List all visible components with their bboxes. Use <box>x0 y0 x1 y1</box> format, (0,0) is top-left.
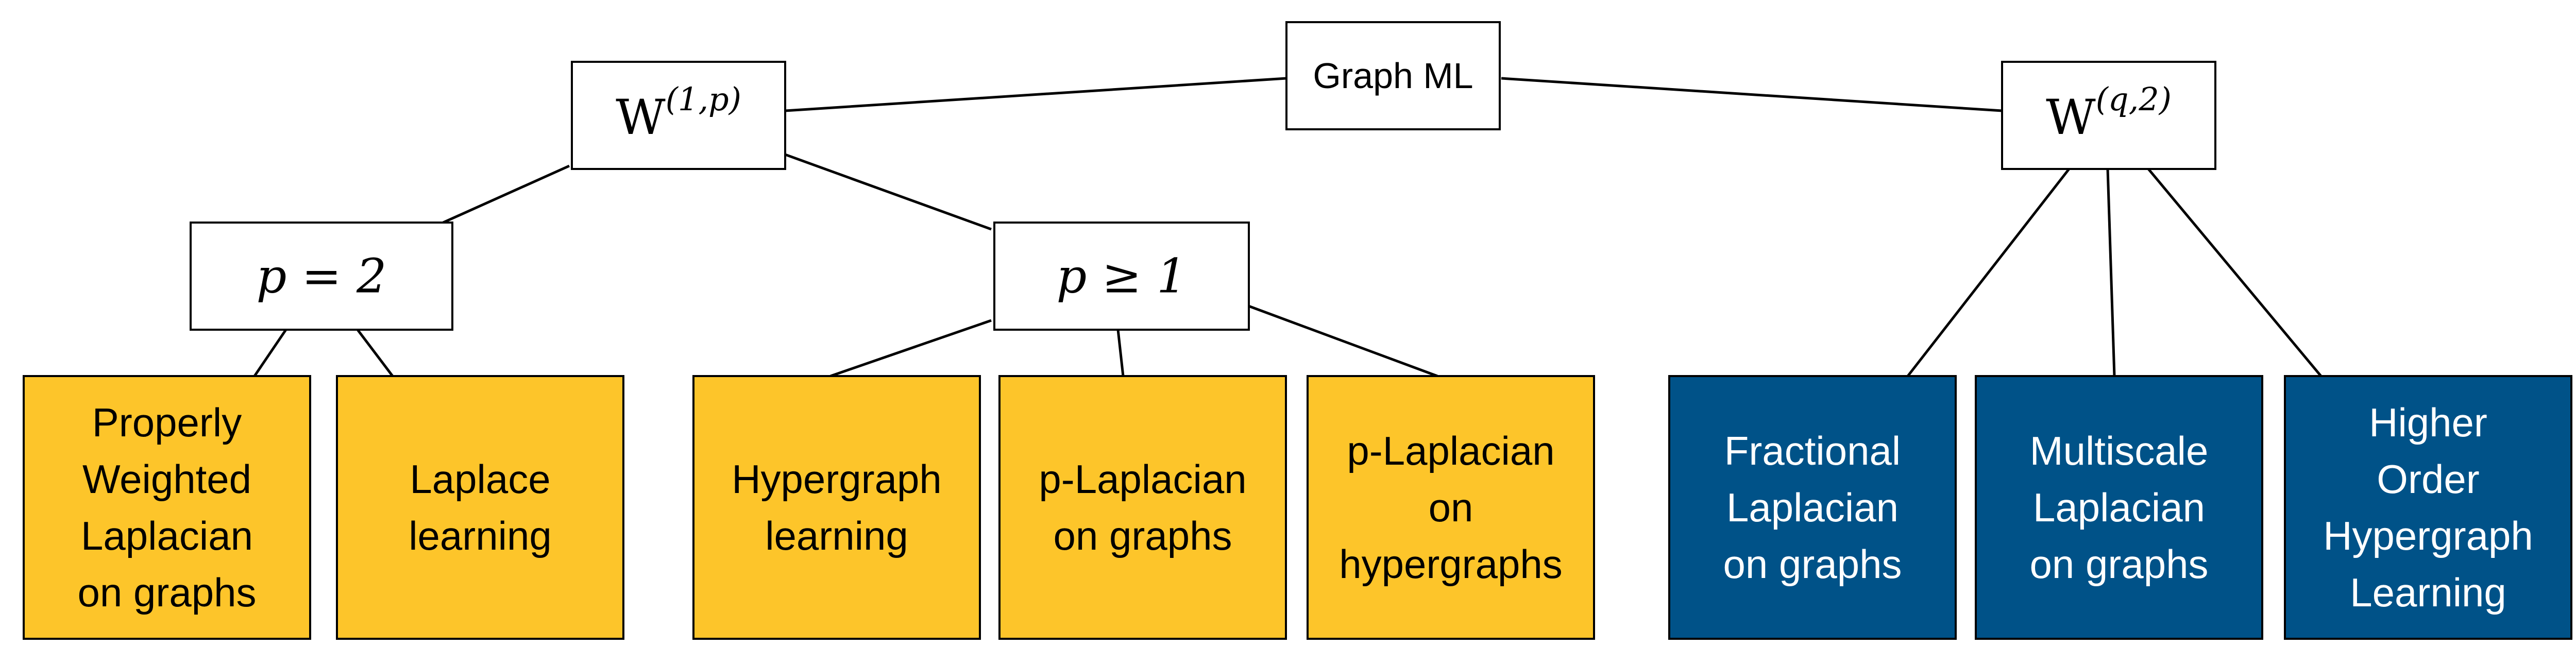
leaf-p-laplacian-graphs-line: p-Laplacian <box>1039 456 1246 502</box>
tree-edges <box>253 77 2322 378</box>
node-p-equals-2: p = 2 <box>190 222 453 331</box>
leaf-multiscale-laplacian-line: Laplacian <box>2033 485 2205 530</box>
edge-wq2-multiscale <box>2106 168 2116 377</box>
node-graph-ml: Graph ML <box>1285 21 1501 130</box>
edge-p2-laplace <box>357 329 394 377</box>
edge-w1p-pge1 <box>785 153 992 231</box>
leaf-fractional-laplacian-line: Laplacian <box>1726 485 1899 530</box>
leaf-hypergraph-learning-box <box>692 375 981 640</box>
leaf-higher-order-hypergraph-box <box>2284 375 2572 640</box>
leaf-p-laplacian-hypergraphs: p-Laplacian on hypergraphs <box>1307 375 1595 640</box>
node-w-q2-label: W(q,2) <box>2046 80 2172 146</box>
leaf-p-laplacian-hypergraphs-line: on <box>1429 485 1473 530</box>
leaf-fractional-laplacian-box <box>1668 375 1957 640</box>
node-w-1p-sup: (1,p) <box>666 80 741 118</box>
node-graph-ml-box <box>1285 21 1501 130</box>
leaf-higher-order-hypergraph-line: Hypergraph <box>2323 513 2533 558</box>
edge-pge1-hypergraph <box>830 319 992 378</box>
edge-wq2-higher-order <box>2147 168 2322 377</box>
leaf-multiscale-laplacian-line: Multiscale <box>2030 428 2209 473</box>
leaf-p-laplacian-hypergraphs-line: p-Laplacian <box>1347 428 1554 473</box>
leaf-hypergraph-learning: Hypergraph learning <box>692 375 981 640</box>
edge-wq2-fractional <box>1907 168 2070 377</box>
leaf-p-laplacian-graphs-box <box>998 375 1287 640</box>
node-graph-ml-label: Graph ML <box>1313 56 1473 96</box>
leaf-hypergraph-learning-line: Hypergraph <box>732 456 942 502</box>
node-w-1p-box <box>571 61 786 170</box>
node-p-geq-1: p ≥ 1 <box>993 222 1250 331</box>
leaf-properly-weighted-line: Laplacian <box>81 513 253 558</box>
edge-p2-properly <box>253 329 287 377</box>
leaf-p-laplacian-hypergraphs-box <box>1307 375 1595 640</box>
leaf-fractional-laplacian-line: on graphs <box>1723 541 1902 587</box>
leaf-p-laplacian-graphs: p-Laplacian on graphs <box>998 375 1287 640</box>
leaf-properly-weighted-line: Weighted <box>82 456 251 502</box>
edge-pge1-plap-graphs <box>1116 329 1125 377</box>
edge-w1p-p2 <box>442 164 570 224</box>
leaf-p-laplacian-hypergraphs-line: hypergraphs <box>1339 541 1563 587</box>
edge-root-wq2 <box>1501 77 2003 112</box>
leaf-laplace-learning-line: learning <box>409 513 552 558</box>
leaf-laplace-learning: Laplace learning <box>336 375 624 640</box>
leaf-hypergraph-learning-line: learning <box>765 513 908 558</box>
leaf-laplace-learning-line: Laplace <box>410 456 550 502</box>
leaf-higher-order-hypergraph-line: Order <box>2377 456 2479 502</box>
leaf-properly-weighted-line: on graphs <box>78 570 257 615</box>
node-w-q2-box <box>2001 61 2216 170</box>
leaf-multiscale-laplacian-line: on graphs <box>2030 541 2209 587</box>
node-w-1p-label: W(1,p) <box>616 80 741 146</box>
edge-pge1-plap-hyper <box>1245 303 1438 378</box>
leaf-fractional-laplacian-line: Fractional <box>1724 428 1901 473</box>
node-w-q2-base: W <box>2046 90 2096 146</box>
leaf-higher-order-hypergraph-line: Learning <box>2350 570 2506 615</box>
node-p-equals-2-label: p = 2 <box>257 249 387 304</box>
leaf-properly-weighted-line: Properly <box>92 400 242 445</box>
node-w-q2: W(q,2) <box>2001 61 2216 170</box>
leaf-properly-weighted-box <box>23 375 311 640</box>
leaf-multiscale-laplacian-box <box>1975 375 2263 640</box>
node-p-geq-1-label: p ≥ 1 <box>1057 249 1187 304</box>
node-w-1p-base: W <box>616 90 666 146</box>
node-p-geq-1-box <box>993 222 1250 331</box>
leaf-laplace-learning-box <box>336 375 624 640</box>
node-w-q2-sup: (q,2) <box>2096 80 2172 118</box>
leaf-p-laplacian-graphs-line: on graphs <box>1054 513 1232 558</box>
edge-root-w1p <box>785 77 1287 112</box>
node-p-equals-2-box <box>190 222 453 331</box>
node-w-1p: W(1,p) <box>571 61 786 170</box>
leaf-higher-order-hypergraph-line: Higher <box>2369 400 2487 445</box>
